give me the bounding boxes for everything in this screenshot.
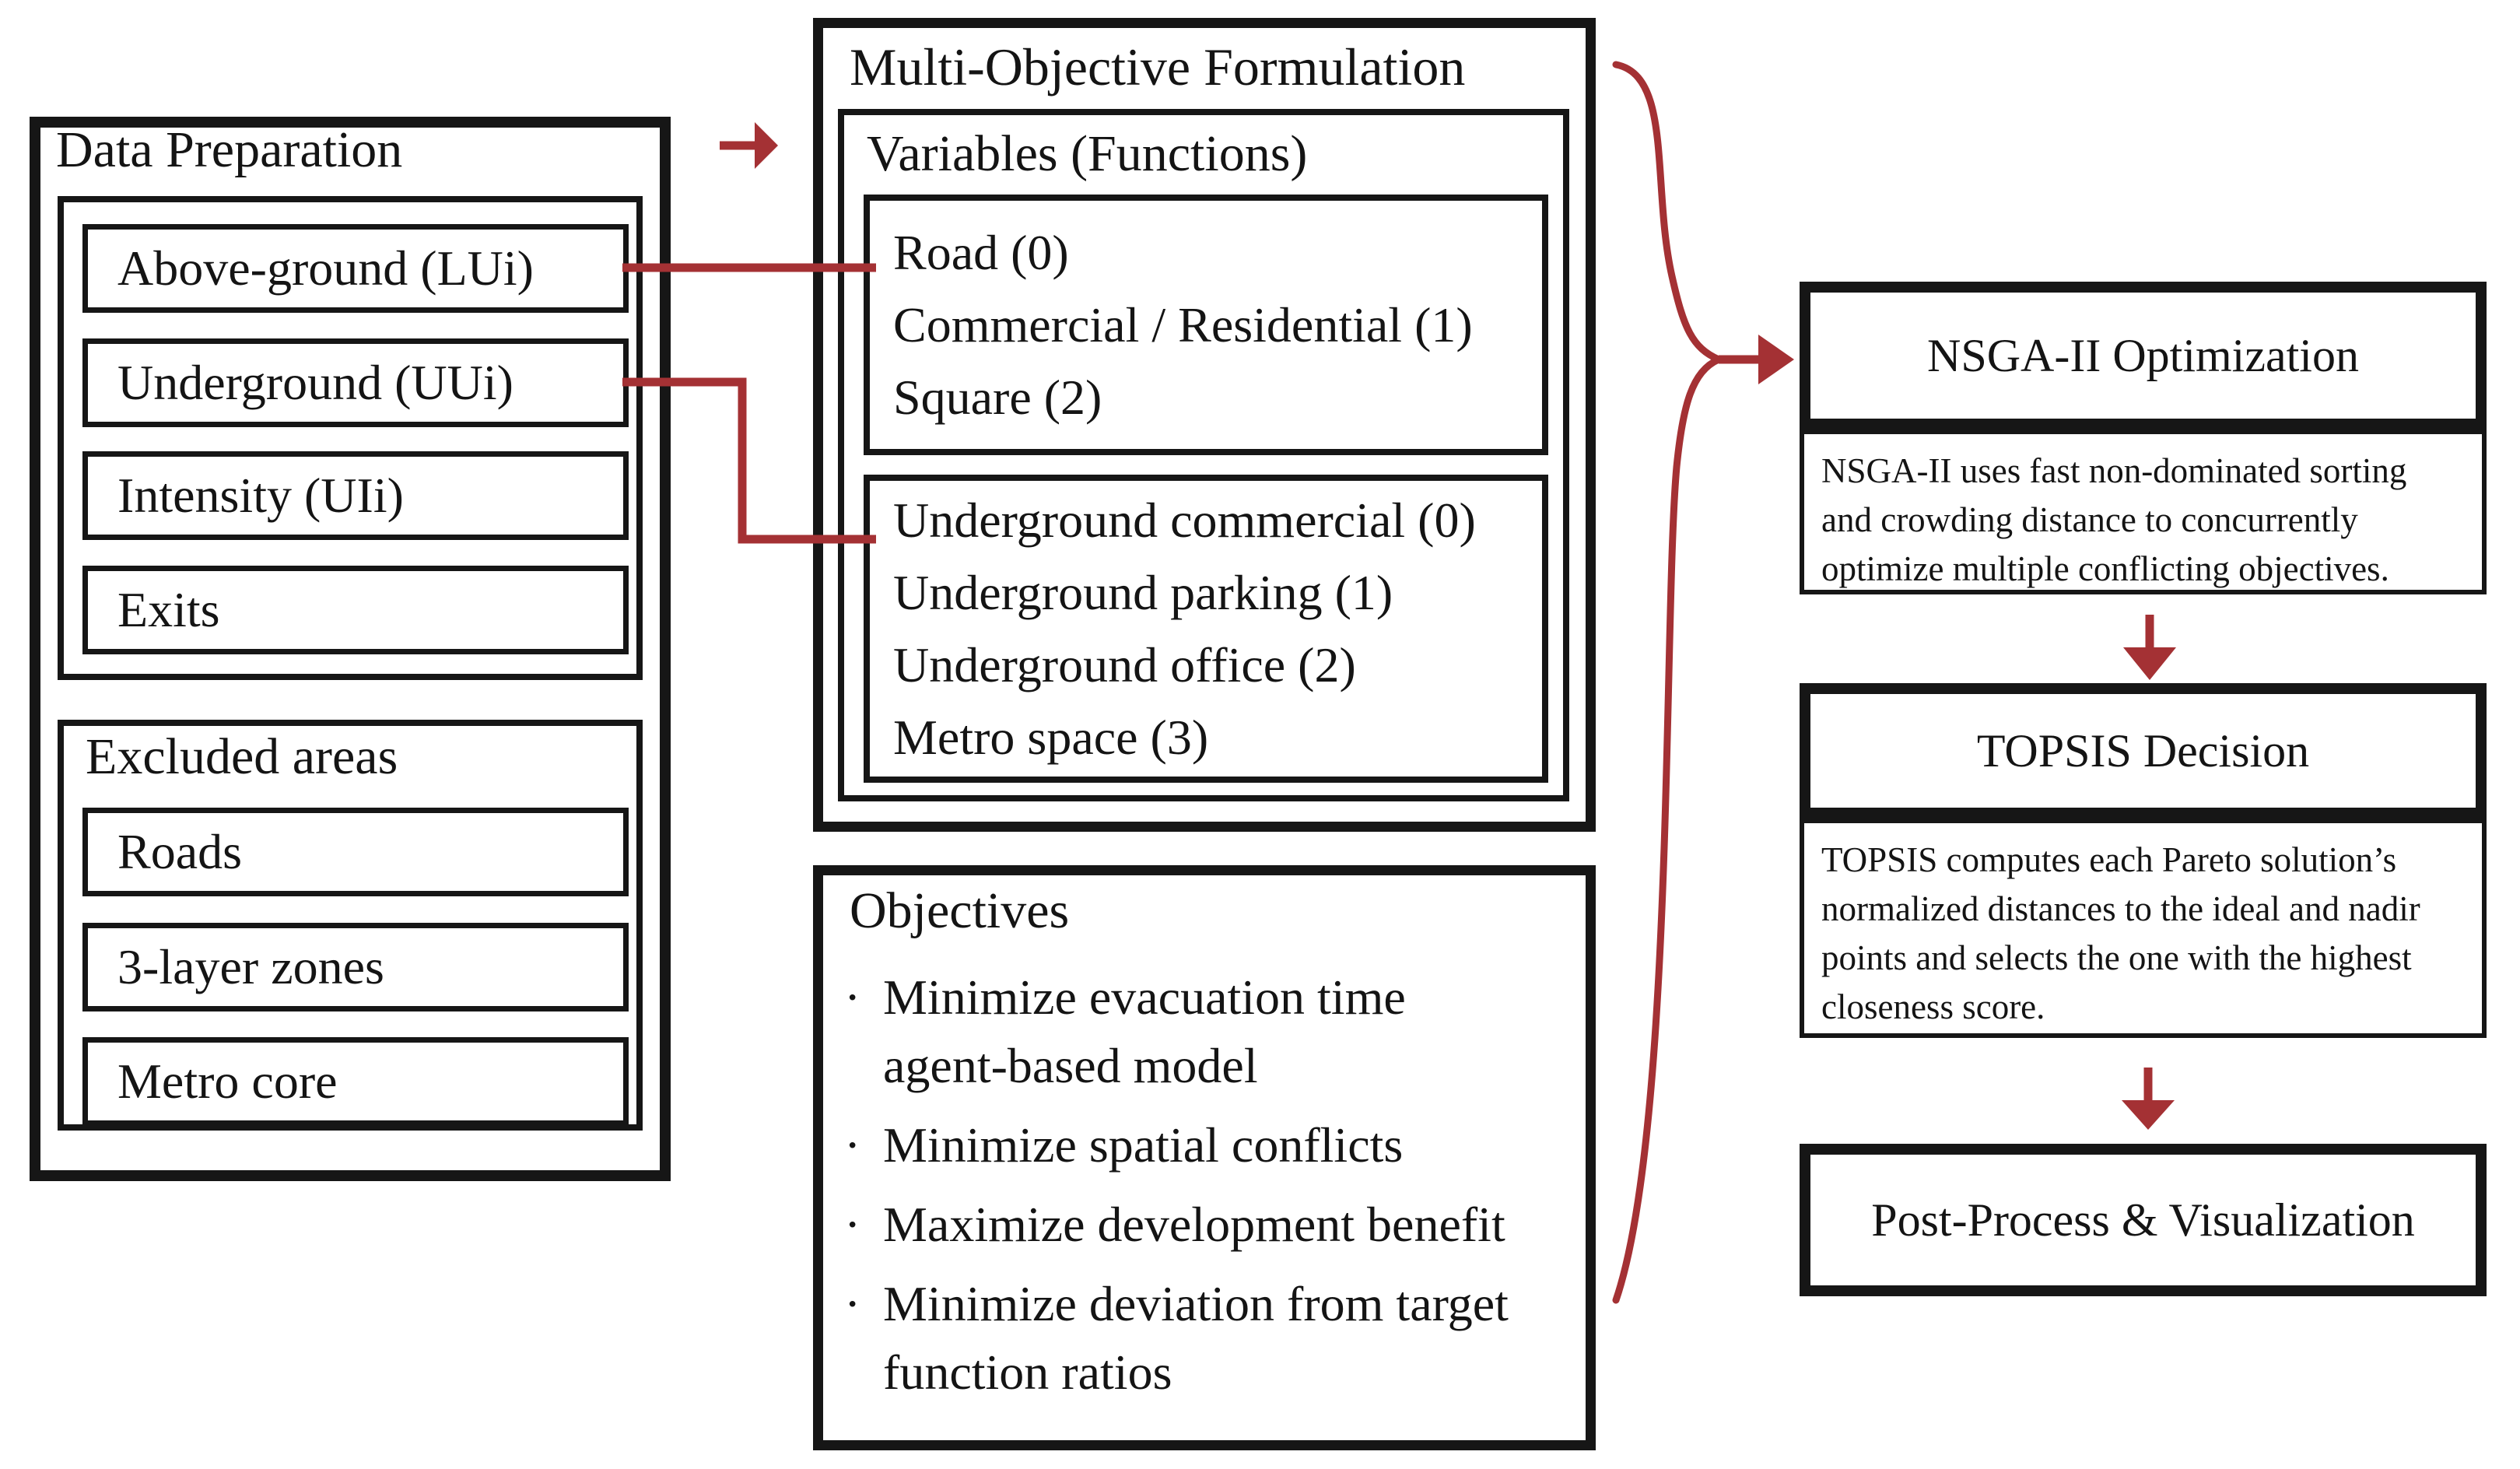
- underground-label: Underground (UUi): [117, 355, 513, 410]
- above-ground-label: Above-ground (LUi): [117, 240, 534, 296]
- three-layer-zones-label: 3-layer zones: [117, 939, 384, 994]
- list-item: Underground parking (1): [893, 565, 1393, 620]
- objective-item: · Minimize evacuation time agent-based m…: [836, 963, 1583, 1100]
- objectives-box: [813, 865, 1596, 1450]
- objective-text: Minimize deviation from target: [883, 1276, 1509, 1331]
- three-layer-zones-box: 3-layer zones: [82, 923, 629, 1011]
- objective-text: Maximize development benefit: [883, 1197, 1505, 1252]
- multi-objective-formulation-title: Multi-Objective Formulation: [850, 37, 1466, 96]
- objective-text: Minimize evacuation time: [883, 969, 1406, 1025]
- list-item: Square (2): [893, 370, 1102, 425]
- post-process-box: Post-Process & Visualization: [1800, 1144, 2487, 1296]
- list-item: Metro space (3): [893, 710, 1209, 765]
- excluded-areas-title: Excluded areas: [86, 728, 398, 785]
- metro-core-label: Metro core: [117, 1054, 338, 1109]
- nsga-to-topsis-arrowhead-icon: [2123, 647, 2176, 680]
- above-ground-variables-list: Road (0) Commercial / Residential (1) Sq…: [864, 195, 1548, 455]
- multi-objective-formulation-box: [813, 18, 1596, 832]
- roads-label: Roads: [117, 824, 242, 879]
- objective-item: · Minimize spatial conflicts: [836, 1111, 1583, 1180]
- underground-box: Underground (UUi): [82, 338, 629, 427]
- bullet-dot: ·: [844, 969, 861, 1025]
- brace-to-nsga-arrowhead-icon: [1758, 335, 1794, 384]
- brace-connector: [1612, 61, 1728, 1304]
- bullet-dot: ·: [844, 1117, 861, 1173]
- list-item: Underground commercial (0): [893, 493, 1476, 548]
- metro-core-box: Metro core: [82, 1037, 629, 1126]
- topsis-decision-title: TOPSIS Decision: [1976, 725, 2310, 777]
- nsga-optimization-title: NSGA-II Optimization: [1927, 330, 2359, 381]
- post-process-title: Post-Process & Visualization: [1871, 1194, 2415, 1246]
- exits-label: Exits: [117, 582, 220, 637]
- objective-text: Minimize spatial conflicts: [883, 1117, 1404, 1173]
- list-item: Underground office (2): [893, 637, 1356, 692]
- intensity-box: Intensity (UIi): [82, 451, 629, 540]
- intensity-label: Intensity (UIi): [117, 468, 404, 523]
- objectives-title: Objectives: [850, 882, 1070, 939]
- exits-box: Exits: [82, 566, 629, 654]
- topsis-to-postprocess-arrowhead-icon: [2122, 1100, 2175, 1130]
- roads-box: Roads: [82, 808, 629, 896]
- nsga-description: NSGA-II uses fast non-dominated sorting …: [1800, 429, 2487, 594]
- objective-text: agent-based model: [883, 1038, 1258, 1093]
- list-item: Road (0): [893, 225, 1069, 280]
- above-ground-box: Above-ground (LUi): [82, 224, 629, 313]
- bullet-dot: ·: [844, 1197, 861, 1252]
- data-preparation-title: Data Preparation: [56, 121, 403, 178]
- underground-variables-list: Underground commercial (0) Underground p…: [864, 475, 1548, 783]
- topsis-description: TOPSIS computes each Pareto solution’s n…: [1800, 819, 2487, 1038]
- list-item: Commercial / Residential (1): [893, 297, 1473, 352]
- objective-item: · Minimize deviation from target functio…: [836, 1270, 1583, 1407]
- objectives-list: · Minimize evacuation time agent-based m…: [836, 963, 1583, 1407]
- objective-item: · Maximize development benefit: [836, 1190, 1583, 1259]
- objective-text: function ratios: [883, 1345, 1172, 1400]
- nsga-optimization-box: NSGA-II Optimization: [1800, 282, 2487, 429]
- variables-title: Variables (Functions): [867, 125, 1308, 182]
- bullet-dot: ·: [844, 1276, 861, 1331]
- topsis-decision-box: TOPSIS Decision: [1800, 683, 2487, 819]
- dataprep-to-formulation-arrowhead-icon: [755, 122, 778, 169]
- excluded-areas-group-box: [58, 720, 643, 1131]
